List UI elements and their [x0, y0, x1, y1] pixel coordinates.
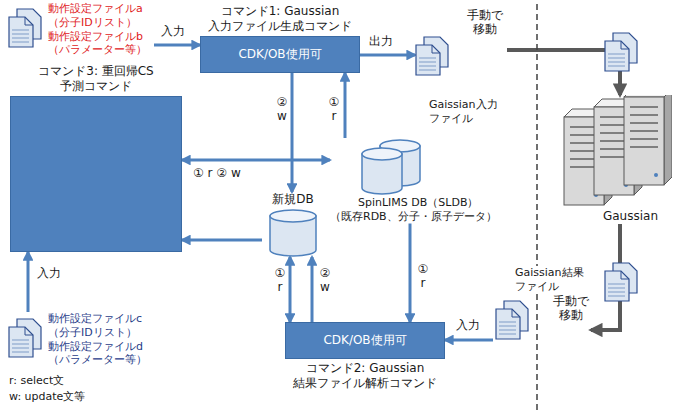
setting-file-text: 動作設定ファイルb （パラメーター等） — [48, 30, 154, 58]
gaussian-file-icon-svg — [495, 300, 529, 340]
file-stack-icon-svg — [8, 8, 42, 48]
flow-arrow — [507, 50, 620, 95]
command-heading: コマンド2: Gaussian 結果ファイル解析コマンド — [285, 361, 445, 391]
flow-arrow — [182, 239, 262, 242]
flow-arrow — [445, 339, 493, 342]
arrow-label: 手動で移動 — [466, 8, 504, 37]
arrow-label: 手動で移動 — [552, 294, 590, 323]
flow-arrow — [291, 73, 294, 192]
node-doc: Gaissian入力 ファイル — [415, 36, 507, 126]
node-cmdbig: コマンド3: 重回帰CS 予測コマンド — [10, 62, 182, 252]
file-label: Gaissian入力 ファイル — [429, 98, 505, 126]
database-label: 新規DB — [262, 192, 324, 207]
node-cmdtop: コマンド1: Gaussian 入力ファイル生成コマンド CDK/OB使用可 — [200, 2, 360, 73]
arrow-label: ① r — [326, 95, 342, 124]
gaussian-file-icon-svg — [415, 36, 449, 76]
file-label: Gaissian結果 ファイル — [515, 266, 591, 294]
manual-boundary-line — [536, 4, 538, 414]
command-heading: コマンド3: 重回帰CS 予測コマンド — [10, 64, 182, 94]
server-label: Gaussian — [560, 209, 672, 224]
arrow-label: 入力 — [36, 266, 62, 280]
file-stack-icon — [8, 318, 42, 358]
arrow-label: ① r — [415, 262, 431, 291]
arrow-label: 入力 — [160, 24, 186, 38]
flow-arrow — [409, 224, 412, 323]
server-cluster-icon-svg — [560, 95, 672, 207]
command-heading: コマンド1: Gaussian 入力ファイル生成コマンド — [200, 4, 360, 34]
gaussian-file-icon — [495, 300, 529, 340]
raw-result-file-icon — [605, 263, 637, 301]
legend-note: r: select文 — [8, 374, 65, 387]
node-files: 動作設定ファイルa （分子IDリスト）動作設定ファイルb （パラメーター等） — [8, 2, 154, 57]
database-icon-svg — [268, 209, 318, 257]
file-list: 動作設定ファイルa （分子IDリスト）動作設定ファイルb （パラメーター等） — [48, 2, 154, 57]
node-server: Gaussian — [560, 95, 672, 224]
file-list: 動作設定ファイルc （分子IDリスト）動作設定ファイルd （パラメーター等） — [48, 312, 158, 367]
flow-arrow — [154, 44, 200, 47]
database-text: （既存RDB、分子・原子データ） — [330, 210, 530, 224]
arrow-label: 入力 — [455, 318, 481, 332]
arrow-label: ② w — [274, 95, 290, 124]
node-db: SpinLIMS DB（SLDB）（既存RDB、分子・原子データ） — [330, 138, 530, 224]
command-box — [10, 96, 182, 252]
flow-arrow — [311, 257, 314, 322]
arrow-label: ② w — [317, 266, 333, 295]
flow-arrow — [360, 54, 415, 57]
database-text: SpinLIMS DB（SLDB） — [358, 196, 530, 210]
command-box: CDK/OB使用可 — [200, 36, 360, 73]
node-dbs: 新規DB — [262, 192, 324, 257]
command-box-text: CDK/OB使用可 — [292, 333, 438, 348]
setting-file-text: 動作設定ファイルa （分子IDリスト） — [48, 2, 154, 30]
database-icon — [268, 209, 318, 257]
node-files: 動作設定ファイルc （分子IDリスト）動作設定ファイルd （パラメーター等） — [8, 312, 158, 367]
arrow-label: ① r ② w — [192, 166, 242, 180]
gaussian-file-icon — [415, 36, 449, 76]
command-box-text: CDK/OB使用可 — [207, 47, 353, 62]
arrow-label: 出力 — [368, 34, 394, 48]
moved-input-file-icon — [605, 33, 637, 71]
server-cluster-icon — [560, 95, 672, 207]
file-stack-icon-svg — [8, 318, 42, 358]
file-stack-icon — [8, 8, 42, 48]
legend-note: w: update文等 — [8, 390, 86, 403]
command-box: CDK/OB使用可 — [285, 322, 445, 359]
database-icon-svg — [358, 138, 428, 196]
flow-arrow — [289, 257, 292, 322]
setting-file-text: 動作設定ファイルd （パラメーター等） — [48, 340, 158, 368]
flow-arrow — [182, 159, 330, 162]
arrow-label: ① r — [272, 266, 288, 295]
flow-arrow — [344, 73, 347, 138]
setting-file-text: 動作設定ファイルc （分子IDリスト） — [48, 312, 158, 340]
flow-arrow — [27, 252, 30, 312]
database-icon — [358, 138, 428, 196]
node-cmdbot: CDK/OB使用可コマンド2: Gaussian 結果ファイル解析コマンド — [285, 322, 445, 393]
